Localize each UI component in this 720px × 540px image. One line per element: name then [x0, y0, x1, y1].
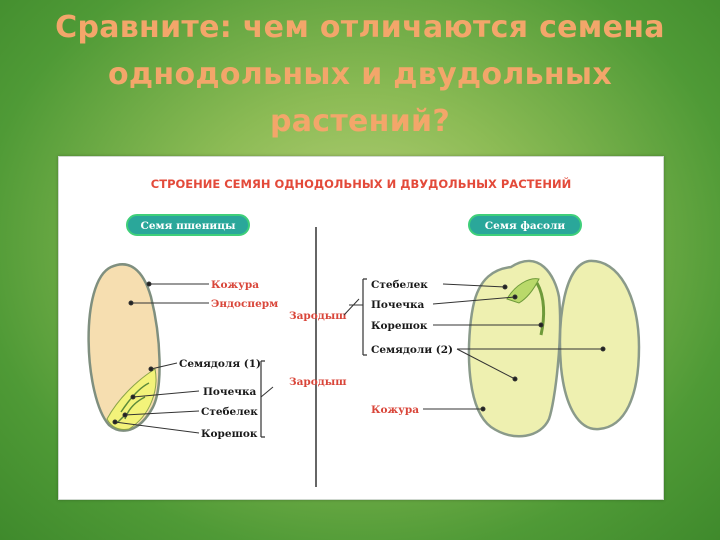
bean-cotyledon-right — [558, 259, 641, 431]
wheat-label-stem: Стебелек — [201, 406, 258, 418]
seed-structure-diagram: СТРОЕНИЕ СЕМЯН ОДНОДОЛЬНЫХ И ДВУДОЛЬНЫХ … — [58, 156, 664, 500]
wheat-embryo-label-upper: Зародыш — [289, 310, 347, 322]
wheat-pill-label: Семя пшеницы — [141, 220, 236, 232]
bean-label-stem: Стебелек — [371, 279, 428, 291]
bean-embryo-bracket — [362, 278, 367, 356]
title-line-1: Сравните: чем отличаются семена — [55, 10, 665, 45]
wheat-seed-pill: Семя пшеницы — [126, 214, 250, 236]
wheat-embryo-bracket — [260, 360, 265, 438]
diagram-heading: СТРОЕНИЕ СЕМЯН ОДНОДОЛЬНЫХ И ДВУДОЛЬНЫХ … — [151, 176, 571, 191]
diagram-canvas: СТРОЕНИЕ СЕМЯН ОДНОДОЛЬНЫХ И ДВУДОЛЬНЫХ … — [87, 176, 641, 487]
wheat-label-bud: Почечка — [203, 386, 257, 398]
bean-label-cotyledons: Семядоли (2) — [371, 344, 453, 356]
bean-label-coat: Кожура — [371, 404, 419, 416]
bean-seed-pill: Семя фасоли — [468, 214, 582, 236]
wheat-label-cotyledon: Семядоля (1) — [179, 358, 261, 370]
bean-seed — [467, 259, 641, 438]
slide-title: Сравните: чем отличаются семена однодоль… — [0, 4, 720, 145]
bean-label-bud: Почечка — [371, 299, 425, 311]
bean-pointers — [423, 283, 606, 412]
wheat-embryo-label-lower: Зародыш — [289, 376, 347, 388]
wheat-label-coat: Кожура — [211, 279, 259, 291]
wheat-label-root: Корешок — [201, 428, 258, 440]
wheat-pointers — [112, 281, 209, 434]
bean-pill-label: Семя фасоли — [485, 220, 566, 232]
wheat-seed — [87, 263, 161, 432]
title-line-2: однодольных и двудольных — [107, 57, 613, 92]
wheat-label-endosperm: Эндосперм — [211, 298, 278, 310]
title-line-3: растений? — [269, 104, 451, 139]
bean-label-root: Корешок — [371, 320, 428, 332]
bean-stem — [535, 282, 546, 336]
